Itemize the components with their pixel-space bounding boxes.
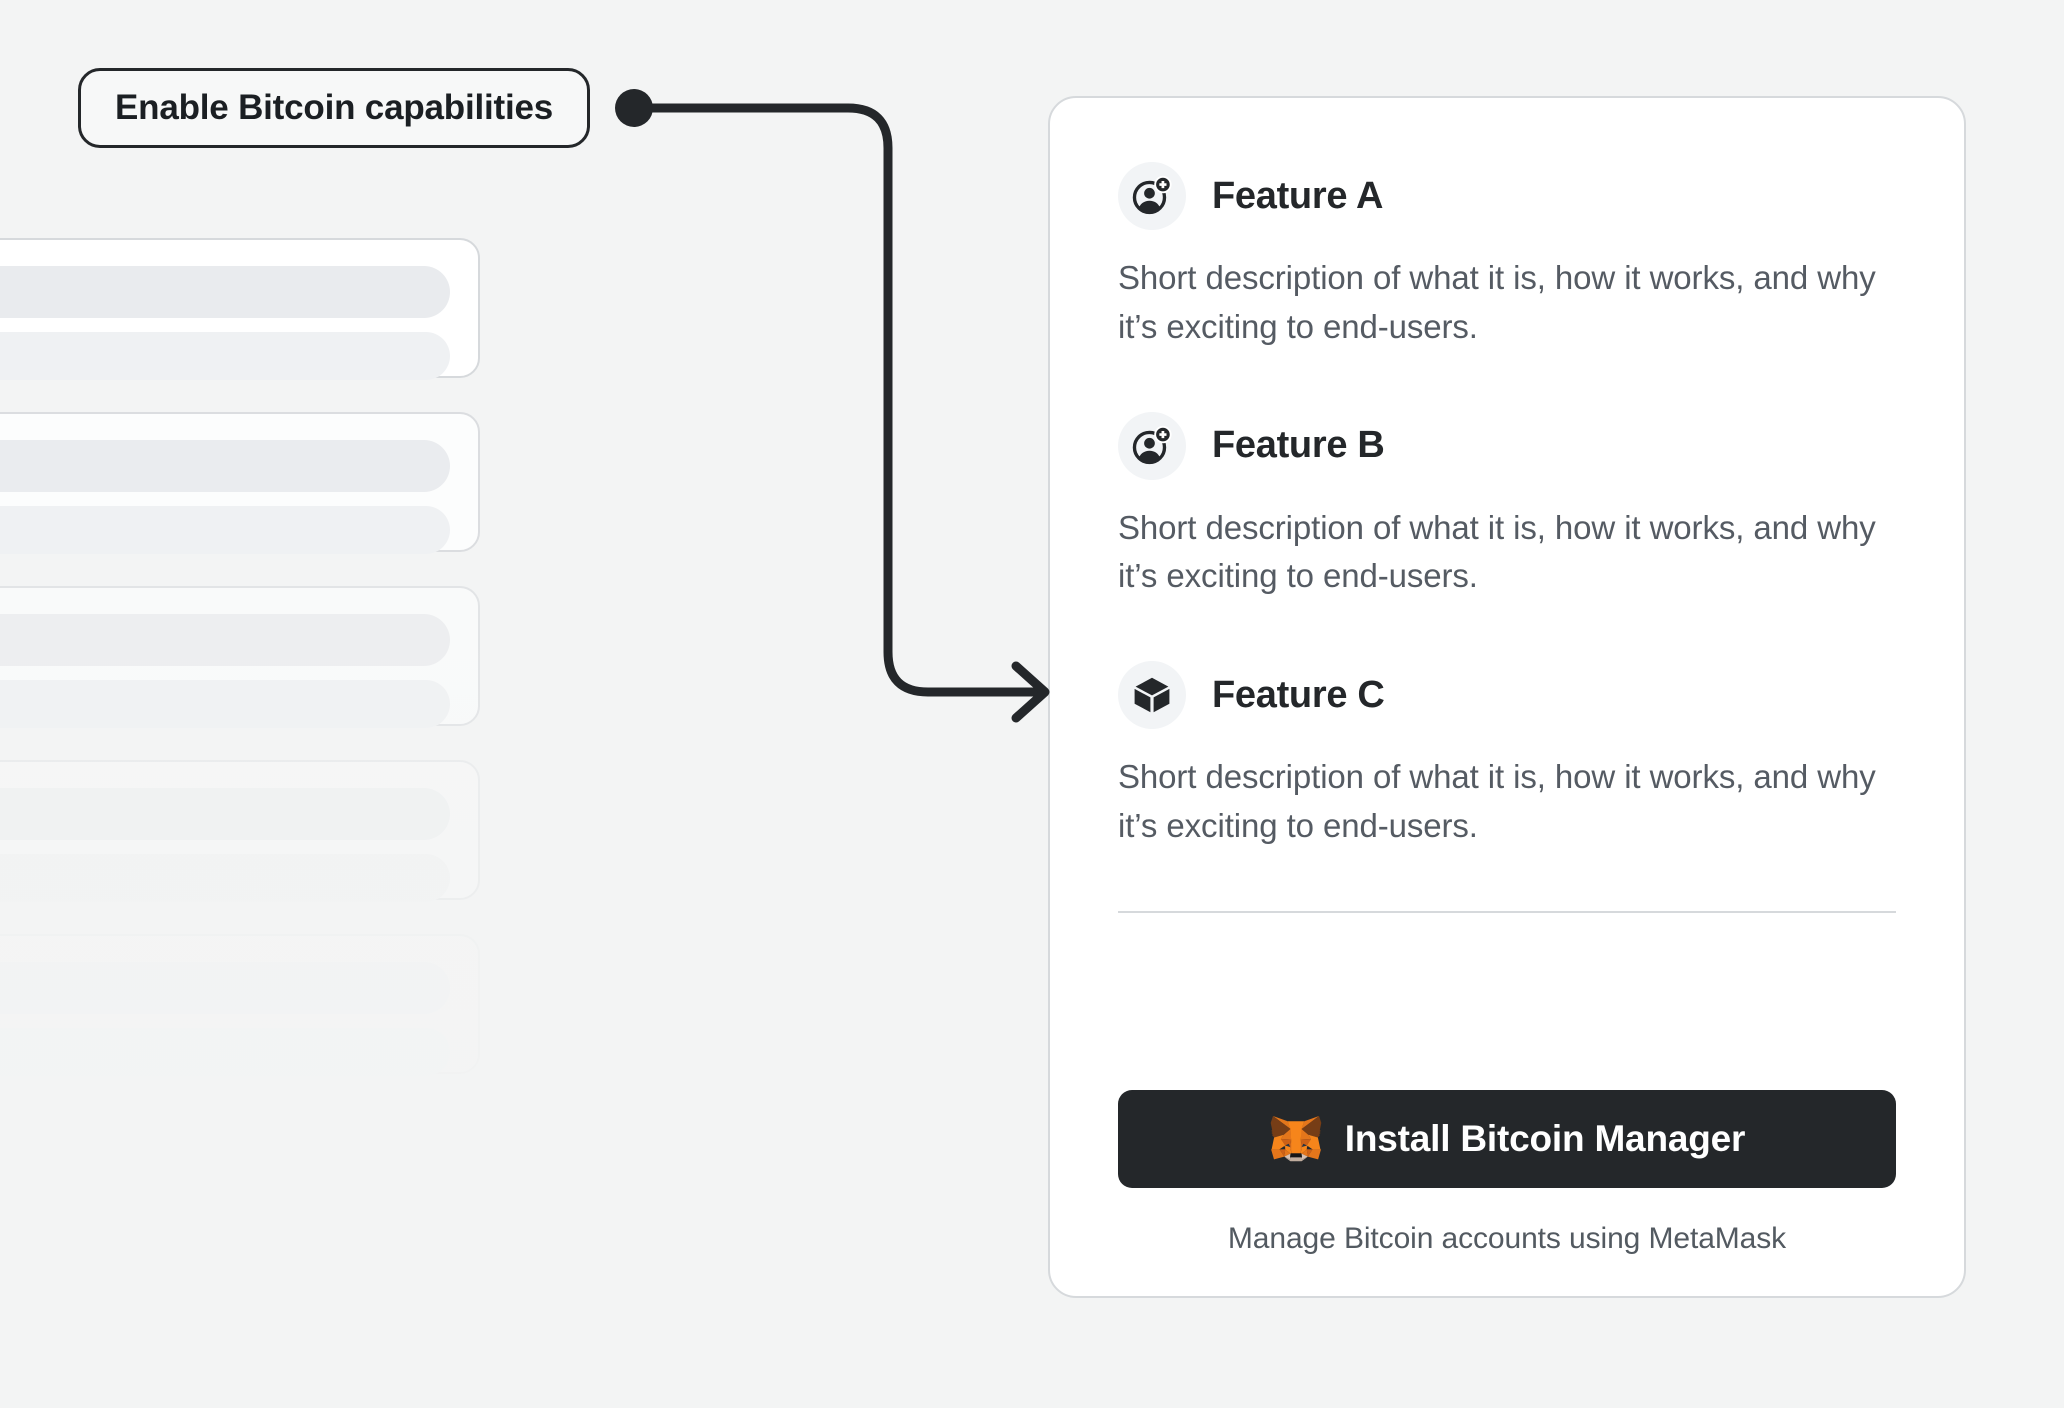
install-button-label: Install Bitcoin Manager — [1344, 1118, 1746, 1159]
skeleton-bar-primary — [0, 440, 450, 492]
arrow-right-icon — [1011, 661, 1050, 723]
feature-header: Feature A — [1118, 162, 1896, 230]
feature-header: Feature B — [1118, 411, 1896, 480]
skeleton-list-item — [0, 760, 480, 902]
install-bitcoin-manager-button[interactable]: Install Bitcoin Manager — [1118, 1090, 1896, 1188]
feature-item-b: Feature B Short description of what it i… — [1118, 411, 1896, 602]
feature-description: Short description of what it is, how it … — [1118, 508, 1876, 595]
connector-path — [629, 103, 1045, 697]
install-caption: Manage Bitcoin accounts using MetaMask — [1227, 1222, 1787, 1255]
feature-header: Feature C — [1118, 661, 1896, 730]
feature-description: Short description of what it is, how it … — [1118, 259, 1876, 345]
cube-icon — [1118, 661, 1186, 730]
callout-label: Enable Bitcoin capabilities — [78, 68, 591, 148]
background-skeleton-list — [0, 238, 480, 1108]
metamask-fox-icon — [1269, 1113, 1323, 1165]
skeleton-bar-primary — [0, 614, 450, 666]
skeleton-bar-secondary — [0, 1028, 450, 1076]
skeleton-list-item — [0, 934, 480, 1076]
card-divider — [1118, 910, 1896, 913]
feature-item-c: Feature C Short description of what it i… — [1118, 661, 1896, 851]
feature-item-a: Feature A Short description of what it i… — [1118, 162, 1896, 352]
add-account-icon — [1118, 411, 1186, 480]
feature-list: Feature A Short description of what it i… — [1050, 98, 1964, 1046]
skeleton-bar-secondary — [0, 332, 450, 380]
feature-card: Feature A Short description of what it i… — [1048, 96, 1966, 1298]
callout-label-text: Enable Bitcoin capabilities — [115, 88, 554, 127]
skeleton-bar-secondary — [0, 506, 450, 554]
skeleton-bar-secondary — [0, 680, 450, 728]
skeleton-list-item — [0, 238, 480, 380]
feature-title: Feature B — [1212, 424, 1385, 467]
card-footer: Install Bitcoin Manager Manage Bitcoin a… — [1050, 1046, 1964, 1296]
feature-title: Feature A — [1212, 174, 1384, 217]
connector-dot — [615, 89, 653, 127]
skeleton-list-item — [0, 412, 480, 554]
skeleton-bar-primary — [0, 788, 450, 840]
skeleton-bar-secondary — [0, 854, 450, 902]
feature-description: Short description of what it is, how it … — [1118, 758, 1876, 845]
feature-title: Feature C — [1212, 673, 1385, 716]
add-account-icon — [1118, 162, 1186, 230]
skeleton-bar-primary — [0, 266, 450, 318]
skeleton-bar-primary — [0, 962, 450, 1014]
skeleton-list-item — [0, 586, 480, 728]
